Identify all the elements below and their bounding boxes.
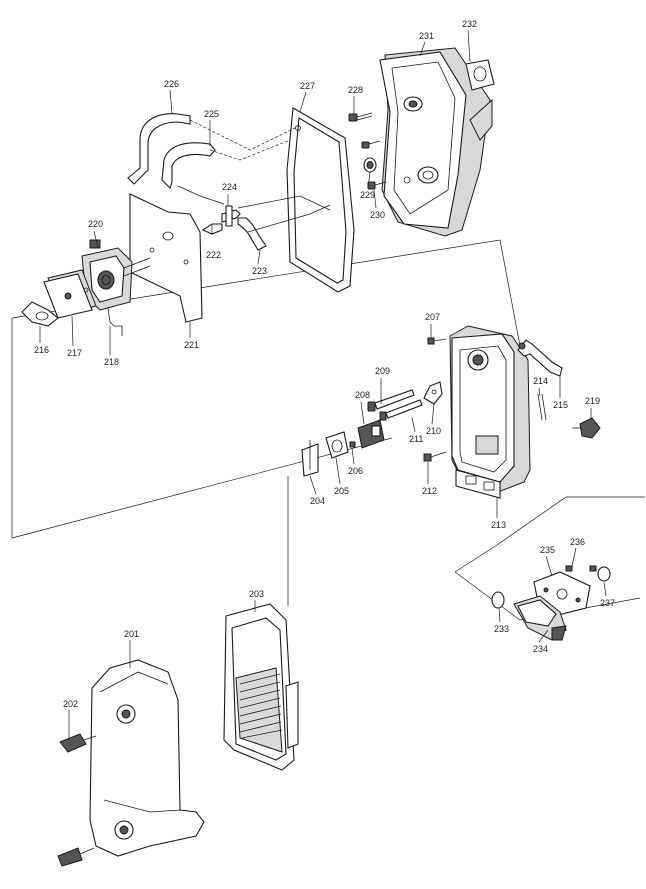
part-212-screw [423, 451, 447, 462]
part-233-oring [491, 591, 505, 609]
label-218: 218 [104, 357, 119, 367]
label-228: 228 [348, 85, 363, 95]
part-209-bolt [367, 389, 415, 412]
screw-extra [361, 140, 381, 149]
part-216-gasket [21, 301, 59, 327]
part-215-lever [517, 339, 563, 377]
label-214: 214 [533, 376, 548, 386]
part-234-valve [513, 595, 567, 641]
label-206: 206 [348, 466, 363, 476]
part-219-knob [572, 417, 601, 439]
label-230: 230 [370, 210, 385, 220]
label-227: 227 [300, 81, 315, 91]
part-205-grommet [325, 431, 349, 459]
label-220: 220 [88, 219, 103, 229]
part-228-screw [348, 112, 373, 122]
part-224-tee [221, 205, 241, 227]
label-236: 236 [570, 537, 585, 547]
label-202: 202 [63, 699, 78, 709]
part-213-case [449, 325, 531, 499]
part-229-washer [363, 157, 377, 173]
part-208-bracket [357, 419, 385, 449]
part-221-plate [129, 193, 203, 323]
label-211: 211 [409, 434, 423, 444]
label-223: 223 [252, 266, 267, 276]
label-leader-lines [39, 29, 607, 740]
part-211-bolt [379, 399, 423, 421]
label-232: 232 [462, 19, 477, 29]
label-231: 231 [419, 31, 434, 41]
label-208: 208 [355, 390, 370, 400]
part-206-screw [349, 441, 356, 448]
part-218-link [107, 307, 123, 336]
label-219: 219 [585, 396, 600, 406]
part-237-oring [597, 566, 611, 582]
label-209: 209 [375, 366, 390, 376]
part-207-screw [427, 337, 447, 345]
label-207: 207 [425, 312, 440, 322]
part-220-carburetor [81, 239, 151, 311]
part-202-knob [59, 733, 97, 753]
part-236-screws [565, 565, 597, 572]
part-203-filter [223, 603, 299, 771]
label-235: 235 [540, 545, 555, 555]
label-215: 215 [553, 400, 568, 410]
label-233: 233 [494, 624, 509, 634]
label-204: 204 [310, 496, 325, 506]
label-222: 222 [206, 250, 221, 260]
label-213: 213 [491, 520, 506, 530]
part-231-housing [379, 47, 495, 237]
label-212: 212 [422, 486, 437, 496]
label-226: 226 [164, 79, 179, 89]
label-205: 205 [334, 486, 349, 496]
label-225: 225 [204, 109, 219, 119]
part-214-pin [537, 393, 547, 421]
label-217: 217 [67, 348, 82, 358]
part-217-insulator [43, 269, 97, 319]
part-222-fitting [201, 223, 223, 235]
label-224: 224 [222, 182, 237, 192]
label-229: 229 [360, 190, 375, 200]
part-223-tube [237, 217, 267, 251]
label-237: 237 [600, 598, 615, 608]
part-201-cover [89, 659, 205, 857]
label-203: 203 [249, 589, 264, 599]
label-210: 210 [426, 426, 441, 436]
part-204-clip [301, 440, 319, 477]
part-227-gasket [286, 107, 355, 293]
part-225-tube [161, 142, 216, 190]
part-labels: 201 202 203 204 205 206 207 208 209 210 … [34, 19, 615, 709]
label-234: 234 [533, 644, 548, 654]
label-221: 221 [184, 340, 199, 350]
part-202b-knob [57, 847, 95, 867]
part-210-clip [423, 381, 443, 405]
label-216: 216 [34, 345, 49, 355]
part-226-tube [127, 113, 191, 185]
label-201: 201 [124, 629, 139, 639]
